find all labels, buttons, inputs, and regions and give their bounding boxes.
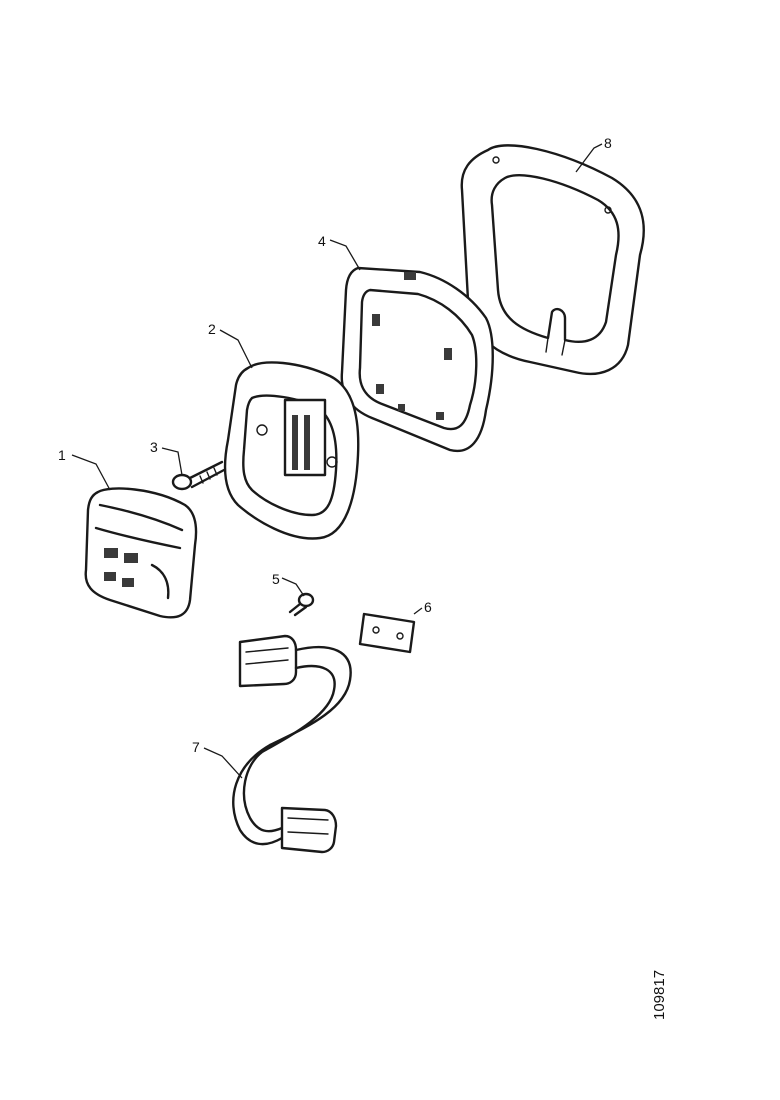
part-7-wiring-harness <box>232 634 352 854</box>
part-6-plate <box>358 612 416 654</box>
part-5-screw <box>288 592 315 617</box>
callout-1: 1 <box>58 447 66 463</box>
callout-leaders <box>71 143 603 779</box>
callout-2: 2 <box>208 321 216 337</box>
part-8-trim-frame <box>460 144 645 376</box>
part-4-mounting-bracket <box>340 266 494 453</box>
part-2-housing <box>223 361 360 540</box>
callout-7: 7 <box>192 739 200 755</box>
callout-4: 4 <box>318 233 326 249</box>
drawing-id: 109817 <box>651 970 668 1020</box>
callout-6: 6 <box>424 599 432 615</box>
callout-5: 5 <box>272 571 280 587</box>
part-1-switch-unit <box>84 487 198 619</box>
callout-8: 8 <box>604 135 612 151</box>
callout-3: 3 <box>150 439 158 455</box>
part-3-screw <box>171 460 226 491</box>
